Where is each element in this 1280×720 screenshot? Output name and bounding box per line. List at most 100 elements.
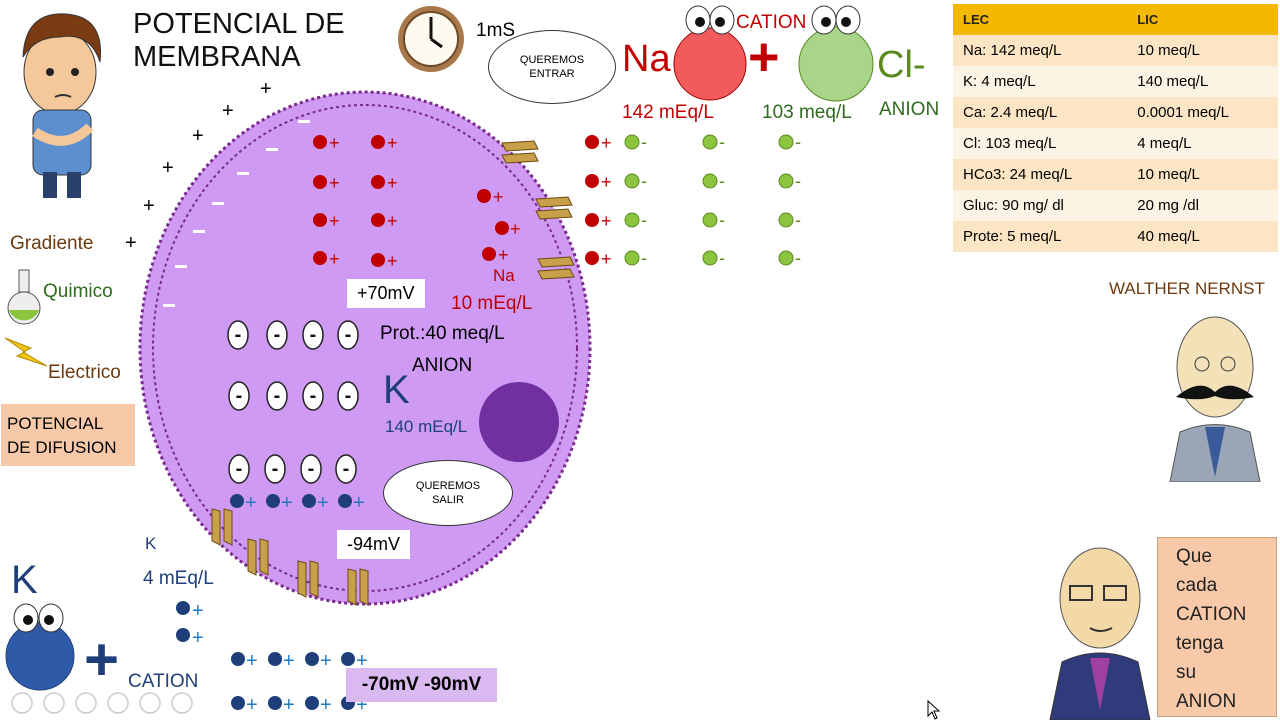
svg-text:+: + <box>283 650 295 672</box>
k-big-symbol: K <box>11 558 38 602</box>
svg-text:-: - <box>343 458 350 480</box>
svg-text:+: + <box>329 173 340 193</box>
quote-line: ANION <box>1176 691 1237 712</box>
quote-box: Que cada CATION tenga su ANION <box>1157 537 1277 717</box>
mouse-cursor-icon <box>927 700 941 720</box>
svg-text:+: + <box>387 173 398 193</box>
svg-text:+: + <box>387 133 398 153</box>
svg-text:-: - <box>236 458 243 480</box>
svg-text:-: - <box>308 458 315 480</box>
lightning-icon <box>4 337 48 367</box>
inner-minus-charge <box>193 230 205 233</box>
svg-text:+: + <box>320 650 332 672</box>
quimico-label: Quimico <box>43 281 113 302</box>
k-inside-symbol: K <box>383 368 410 412</box>
svg-text:-: - <box>310 324 317 346</box>
svg-text:+: + <box>192 600 204 622</box>
na-ions-inside-group: + + + + + + + + <box>313 133 398 271</box>
prot-anion-label: ANION <box>412 355 473 376</box>
table-cell: Gluc: 90 mg/ dl <box>953 190 1128 221</box>
svg-text:+: + <box>498 245 509 265</box>
nernst-portrait <box>1169 316 1261 482</box>
svg-text:+: + <box>281 492 293 514</box>
k-ion-character <box>5 603 75 691</box>
svg-text:+: + <box>387 251 398 271</box>
svg-text:-: - <box>641 171 647 191</box>
quote-line: cada <box>1176 575 1218 596</box>
table-cell: 20 mg /dl <box>1127 190 1278 221</box>
outside-ion-grid: + + + + --- --- --- --- <box>585 132 801 269</box>
clock-icon <box>398 6 464 72</box>
table-cell: K: 4 meq/L <box>953 66 1128 97</box>
table-cell: 10 meq/L <box>1127 159 1278 190</box>
title-line-1: POTENCIAL DE <box>133 8 345 40</box>
table-cell: Cl: 103 meq/L <box>953 128 1128 159</box>
salir-line2: SALIR <box>432 494 464 506</box>
svg-text:-: - <box>719 210 725 230</box>
inner-minus-charge <box>266 148 278 151</box>
anion-label-top: ANION <box>879 99 940 120</box>
na-inside-conc: 10 mEq/L <box>451 293 533 314</box>
inner-minus-charge <box>163 304 175 307</box>
inner-minus-charge <box>175 265 187 268</box>
svg-text:-: - <box>641 210 647 230</box>
plus70-label: +70mV <box>347 279 425 308</box>
svg-text:-: - <box>272 458 279 480</box>
svg-text:-: - <box>795 171 801 191</box>
outside-plus-charge: + <box>260 78 272 100</box>
svg-text:-: - <box>795 248 801 268</box>
svg-text:+: + <box>246 650 258 672</box>
svg-text:+: + <box>245 492 257 514</box>
quote-line: tenga <box>1176 633 1224 654</box>
na-symbol: Na <box>622 38 671 80</box>
potencial-difusion-box: POTENCIAL DE DIFUSION <box>1 404 135 466</box>
plus-sign-top: + <box>748 27 780 87</box>
svg-text:-: - <box>274 385 281 407</box>
svg-text:+: + <box>329 249 340 269</box>
outside-plus-charge: + <box>192 125 204 147</box>
svg-text:-: - <box>719 171 725 191</box>
table-header-lec: LEC <box>953 4 1128 35</box>
svg-text:-: - <box>795 132 801 152</box>
table-cell: 10 meq/L <box>1127 35 1278 66</box>
svg-text:-: - <box>274 324 281 346</box>
table-cell: 140 meq/L <box>1127 66 1278 97</box>
table-header-lic: LIC <box>1127 4 1278 35</box>
nernst-label: WALTHER NERNST <box>1109 279 1265 298</box>
quote-line: Que <box>1176 546 1212 567</box>
svg-text:+: + <box>320 694 332 716</box>
svg-text:+: + <box>329 133 340 153</box>
na-ions-entering-group: + + + <box>477 187 521 265</box>
inner-minus-charge <box>298 120 310 123</box>
slideshow-toolbar[interactable] <box>10 690 210 716</box>
potencial-difusion-line2: DE DIFUSION <box>7 438 117 457</box>
svg-text:+: + <box>246 694 258 716</box>
outside-plus-charge: + <box>143 195 155 217</box>
table-cell: HCo3: 24 meq/L <box>953 159 1128 190</box>
na-inside-label: Na <box>493 266 515 285</box>
flask-icon <box>7 269 41 325</box>
k-channels <box>211 508 369 606</box>
electrico-label: Electrico <box>48 362 121 383</box>
quote-line: CATION <box>1176 604 1247 625</box>
potencial-difusion-line1: POTENCIAL <box>7 414 104 433</box>
svg-text:+: + <box>356 650 368 672</box>
svg-text:-: - <box>719 132 725 152</box>
svg-text:-: - <box>719 248 725 268</box>
cation-label-bottom: CATION <box>128 671 199 692</box>
thinking-man-illustration <box>22 13 102 198</box>
minus94-label: -94mV <box>337 530 411 559</box>
svg-text:+: + <box>601 211 612 231</box>
svg-text:-: - <box>641 248 647 268</box>
svg-text:-: - <box>235 324 242 346</box>
na-outside-conc: 142 mEq/L <box>622 102 714 123</box>
k-inside-conc: 140 mEq/L <box>385 417 468 436</box>
table-cell: 0.0001 meq/L <box>1127 97 1278 128</box>
protein-sphere <box>479 382 559 462</box>
outside-plus-charge: + <box>222 100 234 122</box>
svg-text:+: + <box>192 627 204 649</box>
